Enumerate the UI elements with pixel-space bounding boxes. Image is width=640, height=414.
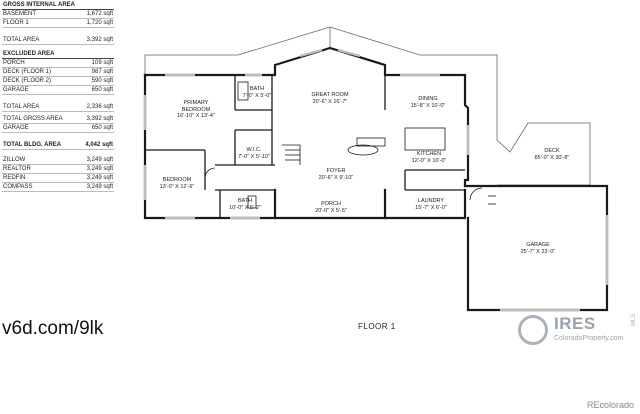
row-label: COMPASS (3, 184, 33, 190)
row-value: 109 sqft (91, 60, 113, 66)
row-label: TOTAL AREA (3, 104, 40, 110)
row-label: GARAGE (3, 125, 29, 131)
ires-circle-icon (518, 315, 548, 345)
row-label: REDFIN (3, 175, 26, 181)
row-label: REALTOR (3, 166, 31, 172)
table-row: ZILLOW 3,249 sqft (2, 156, 114, 165)
table-row: FLOOR 1 1,720 sqft (2, 19, 114, 28)
ires-logo: IRES ColoradoProperty.com MLS (516, 312, 638, 352)
row-value: 4,042 sqft (85, 142, 113, 148)
table-row: REDFIN 3,249 sqft (2, 174, 114, 183)
row-label: GARAGE (3, 87, 29, 93)
table-row: TOTAL BLDG. AREA 4,042 sqft (2, 141, 114, 150)
row-value: 1,672 sqft (86, 11, 113, 17)
windows (143, 48, 609, 312)
fixtures (204, 81, 496, 209)
row-value: 650 sqft (91, 125, 113, 131)
row-label: DECK (FLOOR 1) (3, 69, 52, 75)
row-value: 3,249 sqft (86, 157, 113, 163)
ires-mls-text: MLS (631, 313, 638, 327)
row-value: 590 sqft (91, 78, 113, 84)
heading-label: EXCLUDED AREA (3, 51, 55, 57)
heading-label: GROSS INTERNAL AREA (3, 2, 76, 8)
row-value: 650 sqft (91, 87, 113, 93)
interior-walls (145, 75, 465, 218)
table-row: BASEMENT 1,672 sqft (2, 10, 114, 19)
totals-table: TOTAL GROSS AREA 3,392 sqft GARAGE 650 sqf… (2, 115, 114, 150)
row-value: 3,392 sqft (86, 116, 113, 122)
dining-table (347, 144, 379, 156)
row-value: 3,392 sqft (86, 37, 113, 43)
listings-table: ZILLOW 3,249 sqft REALTOR 3,249 sqft REDFI… (2, 156, 114, 192)
row-label: TOTAL AREA (3, 37, 40, 43)
table-row: TOTAL AREA 2,336 sqft (2, 103, 114, 112)
row-value: 2,336 sqft (86, 104, 113, 110)
table-row: COMPASS 3,249 sqft (2, 183, 114, 192)
row-value: 3,249 sqft (86, 166, 113, 172)
row-label: FLOOR 1 (3, 20, 29, 26)
table-row: REALTOR 3,249 sqft (2, 165, 114, 174)
excluded-area-table: EXCLUDED AREA PORCH 109 sqft DECK (FLOOR … (2, 50, 114, 112)
row-label: DECK (FLOOR 2) (3, 78, 52, 84)
row-value: 1,720 sqft (86, 20, 113, 26)
row-value: 987 sqft (91, 69, 113, 75)
table-row: GARAGE 650 sqft (2, 124, 114, 133)
floor-label: FLOOR 1 (358, 322, 396, 331)
gross-internal-table: GROSS INTERNAL AREA BASEMENT 1,672 sqft F… (2, 1, 114, 45)
table-heading: EXCLUDED AREA (2, 50, 114, 59)
row-label: BASEMENT (3, 11, 37, 17)
row-label: PORCH (3, 60, 25, 66)
row-value: 3,249 sqft (86, 175, 113, 181)
table-heading: GROSS INTERNAL AREA (2, 1, 114, 10)
table-row: PORCH 109 sqft (2, 59, 114, 68)
ires-logo-subtitle: ColoradoProperty.com (554, 335, 624, 342)
row-label: TOTAL GROSS AREA (3, 116, 63, 122)
table-row: TOTAL AREA 3,392 sqft (2, 36, 114, 45)
exterior-walls (143, 46, 609, 312)
row-label: TOTAL BLDG. AREA (3, 142, 62, 148)
room-wic: W.I.C.7'-0" X 5'-10" (238, 147, 270, 160)
row-label: ZILLOW (3, 157, 26, 163)
recolorado-credit: REcolorado (586, 400, 634, 410)
site-url[interactable]: v6d.com/9lk (2, 318, 104, 339)
table-row: DECK (FLOOR 2) 590 sqft (2, 77, 114, 86)
table-row: DECK (FLOOR 1) 987 sqft (2, 68, 114, 77)
row-value: 3,249 sqft (86, 184, 113, 190)
kitchen-island (404, 127, 446, 151)
deck-outline (144, 26, 591, 186)
ires-logo-text: IRES (554, 314, 596, 333)
table-row: GARAGE 650 sqft (2, 86, 114, 95)
table-row: TOTAL GROSS AREA 3,392 sqft (2, 115, 114, 124)
